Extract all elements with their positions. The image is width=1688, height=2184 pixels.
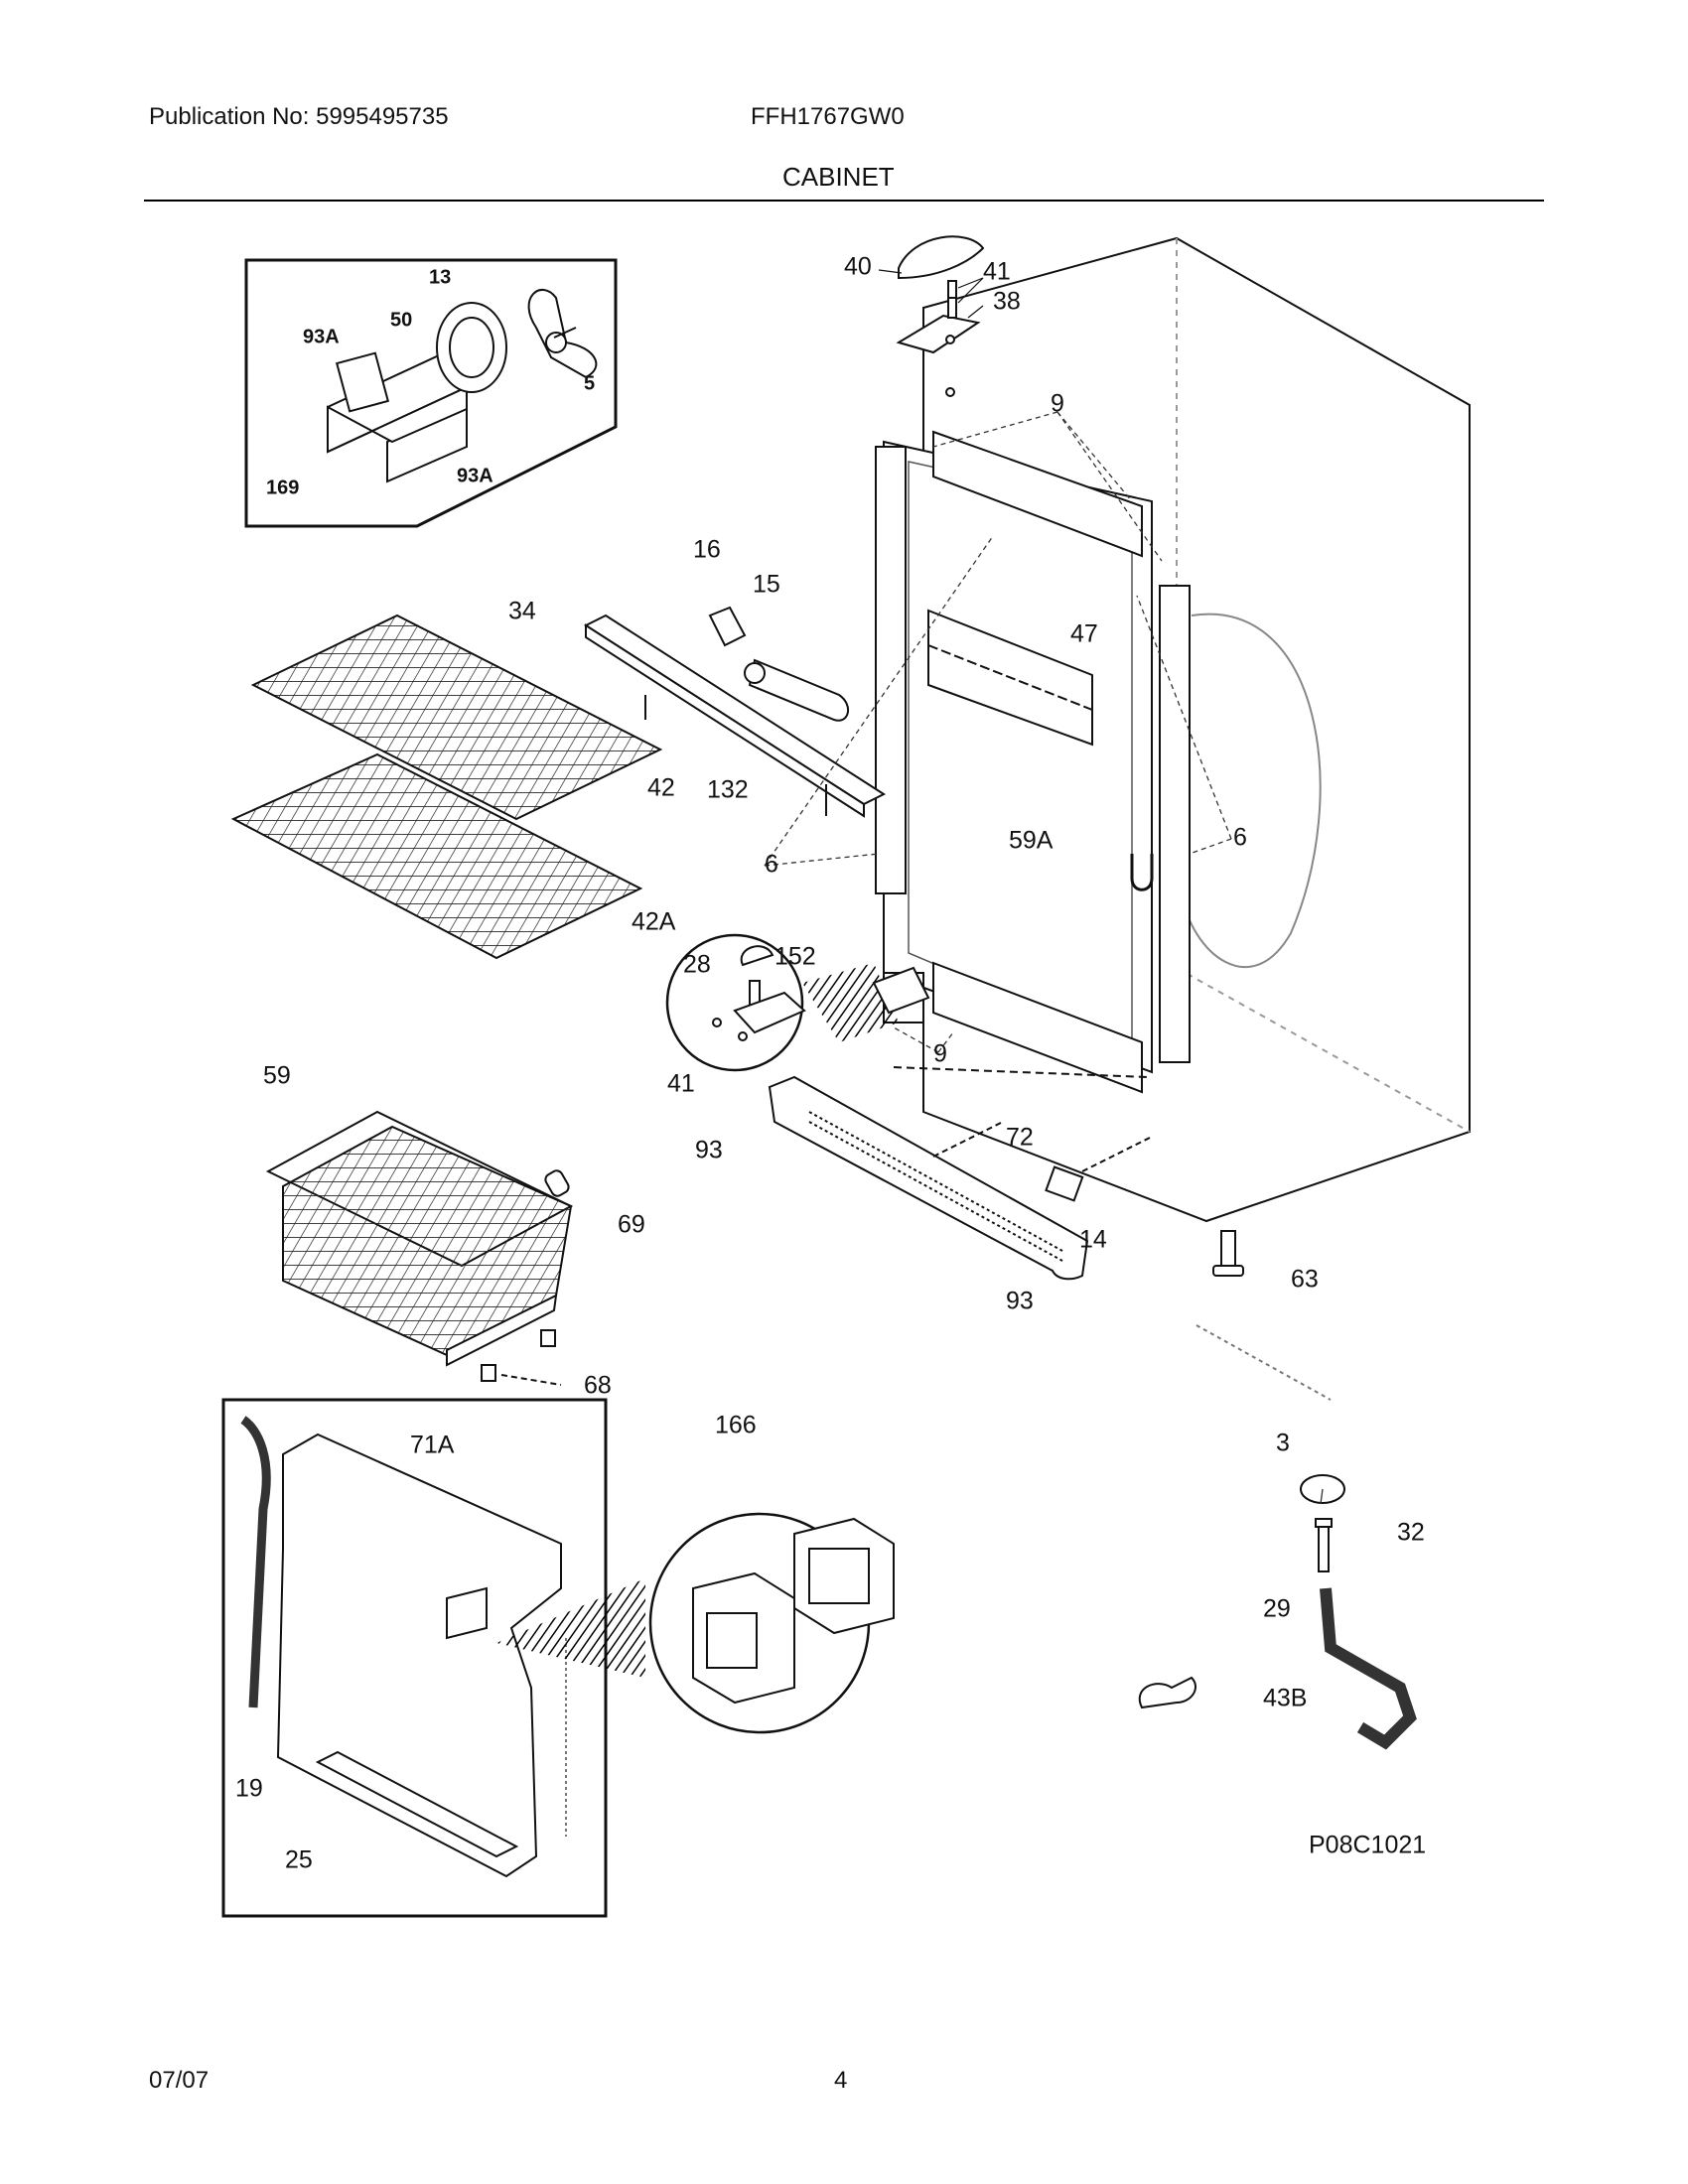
top-hinge [878,235,985,397]
part-label-63: 63 [1291,1266,1319,1294]
part-label-25: 25 [285,1846,313,1874]
header-rule [144,200,1544,202]
part-label-93A-b: 93A [457,465,493,486]
part-label-42: 42 [647,774,675,802]
part-label-14: 14 [1079,1226,1107,1254]
part-label-32: 32 [1397,1519,1425,1547]
part-label-71A: 71A [410,1432,455,1459]
part-label-29: 29 [1263,1595,1291,1623]
part-label-166: 166 [715,1412,757,1439]
light-shield [583,606,887,818]
part-label-3: 3 [1276,1430,1290,1457]
part-label-6-left: 6 [765,851,778,879]
basket [265,1110,574,1386]
control-parts [692,1517,895,1705]
part-label-93-b: 93 [1006,1288,1034,1315]
part-label-59A: 59A [1009,827,1054,855]
shelf-42A [230,752,643,960]
part-label-72: 72 [1006,1124,1034,1152]
part-label-50: 50 [390,309,412,331]
hatch-beam-166 [496,1578,645,1678]
fan-inset-box [244,258,618,528]
drain-assembly [1138,1474,1417,1750]
part-label-28: 28 [683,951,711,979]
back-panel [240,1416,567,1878]
part-label-15: 15 [753,571,780,599]
part-label-38: 38 [993,288,1021,316]
shelf-42 [250,614,663,821]
part-label-69: 69 [618,1211,645,1239]
part-label-47: 47 [1070,620,1098,648]
model-number: FFH1767GW0 [751,103,905,130]
toe-grille [768,1066,1153,1281]
part-label-169: 169 [266,477,299,498]
part-label-152: 152 [774,943,816,971]
publication-number: Publication No: 5995495735 [149,103,449,130]
part-label-132: 132 [707,776,749,804]
part-label-19: 19 [235,1775,263,1803]
part-label-43B: 43B [1263,1685,1307,1712]
part-label-16: 16 [693,536,721,564]
fan-assembly [327,288,598,483]
part-label-41-top: 41 [983,258,1011,286]
cabinet-body [875,236,1471,1223]
part-label-9-top: 9 [1051,390,1064,418]
part-label-93A-a: 93A [303,326,340,347]
part-label-42A: 42A [632,908,676,936]
part-labels: 40 41 38 9 13 93A 50 5 169 93A 16 15 34 … [235,253,1426,1874]
part-label-9-bot: 9 [933,1040,947,1068]
section-title: CABINET [782,162,895,192]
part-label-34: 34 [508,598,536,625]
part-label-6-right: 6 [1233,824,1247,852]
hinge-parts [712,945,930,1041]
leader-lines [764,411,1324,1505]
page-number: 4 [834,2067,848,2094]
footer-date: 07/07 [149,2067,210,2094]
part-label-93-a: 93 [695,1137,723,1164]
part-label-40: 40 [844,253,872,281]
leveling-leg [1196,1230,1332,1401]
part-label-41-bot: 41 [667,1070,695,1098]
part-label-5: 5 [584,372,595,394]
part-label-59: 59 [263,1062,291,1090]
part-label-13: 13 [429,266,451,288]
part-label-68: 68 [584,1372,612,1400]
figure-code: P08C1021 [1309,1832,1426,1859]
